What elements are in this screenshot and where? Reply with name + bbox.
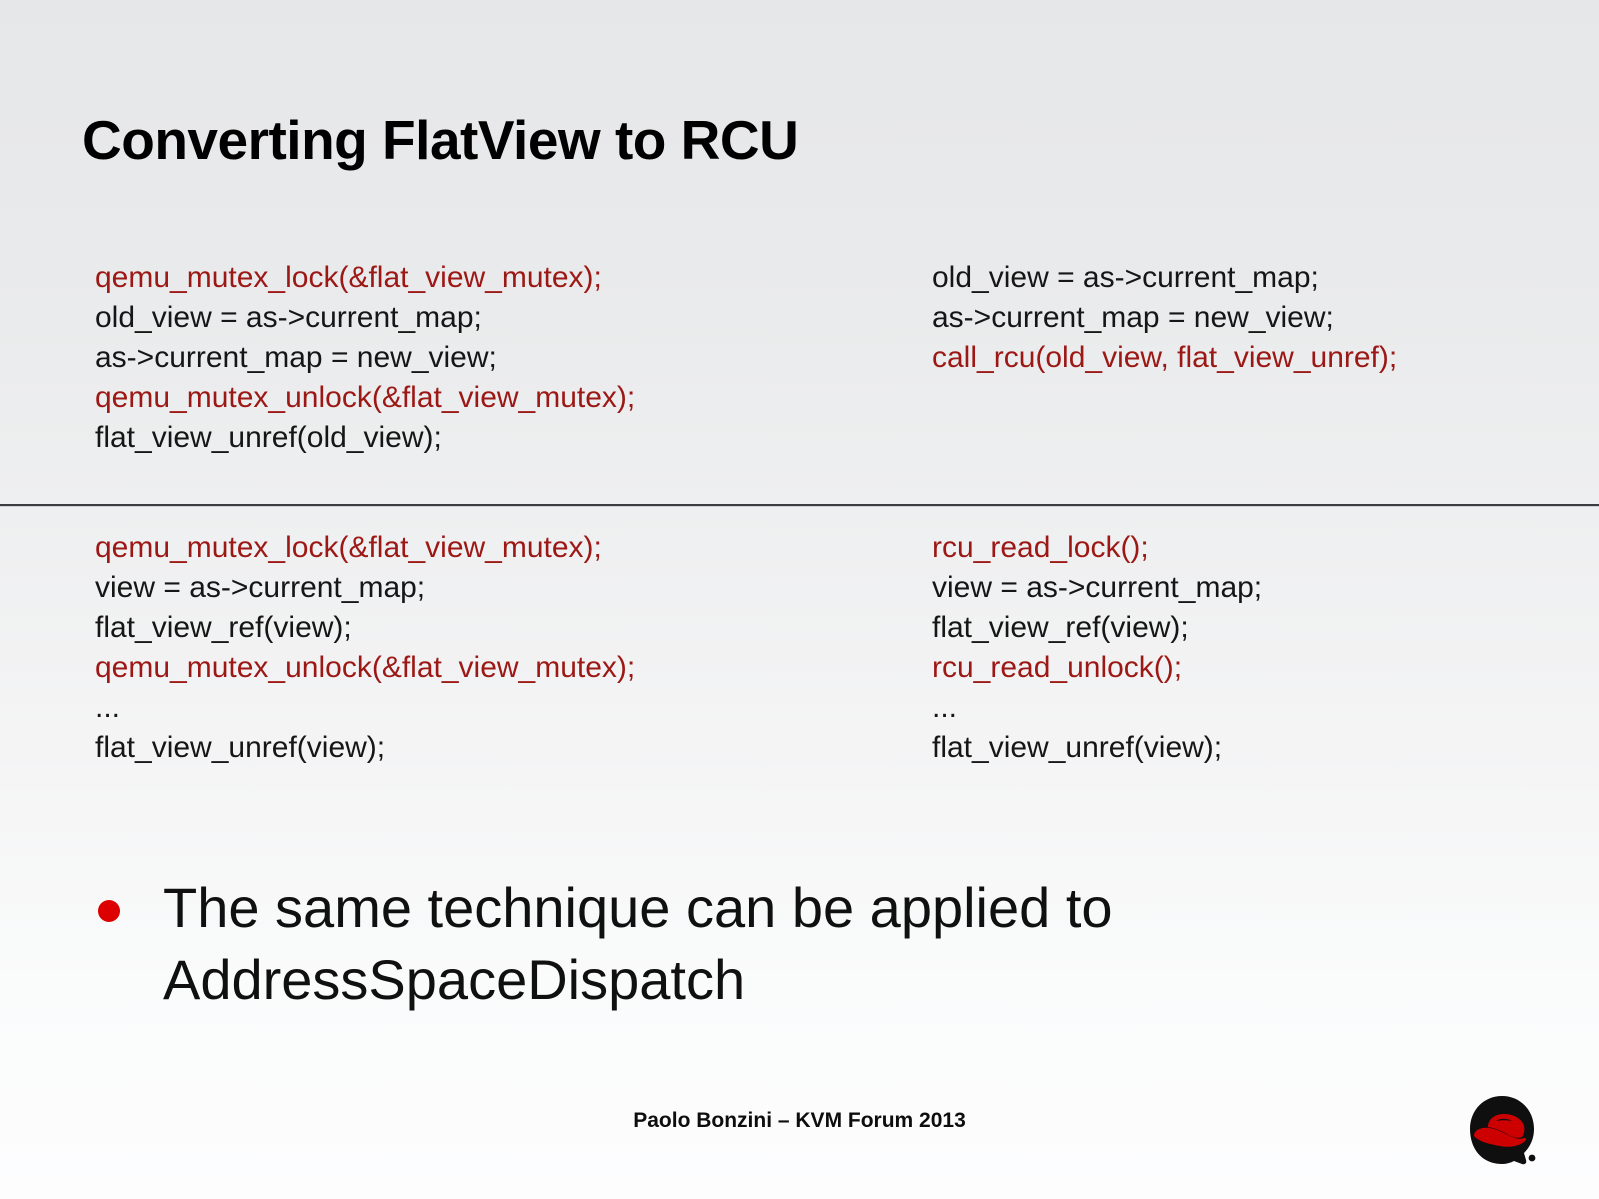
code-line: rcu_read_unlock();: [932, 651, 1183, 684]
code-line: flat_view_unref(view);: [932, 731, 1223, 764]
code-line: flat_view_unref(old_view);: [95, 421, 442, 454]
code-line: view = as->current_map;: [932, 571, 1263, 604]
red-hat-shadowman-logo: [1452, 1088, 1552, 1184]
code-block-top-right: old_view = as->current_map; as->current_m…: [932, 258, 1397, 378]
section-divider: [0, 504, 1599, 507]
code-line: qemu_mutex_unlock(&flat_view_mutex);: [95, 381, 636, 414]
code-line: view = as->current_map;: [95, 571, 426, 604]
code-line: qemu_mutex_lock(&flat_view_mutex);: [95, 531, 602, 564]
code-line: qemu_mutex_lock(&flat_view_mutex);: [95, 261, 602, 294]
page-title: Converting FlatView to RCU: [82, 109, 799, 171]
code-line: flat_view_ref(view);: [932, 611, 1189, 644]
code-line: flat_view_ref(view);: [95, 611, 352, 644]
code-line: qemu_mutex_unlock(&flat_view_mutex);: [95, 651, 636, 684]
bullet-text-line2: AddressSpaceDispatch: [163, 948, 746, 1011]
code-line: as->current_map = new_view;: [932, 301, 1334, 334]
code-line: rcu_read_lock();: [932, 531, 1149, 564]
code-line: as->current_map = new_view;: [95, 341, 497, 374]
bullet-text-line1: The same technique can be applied to: [163, 876, 1113, 939]
code-line: old_view = as->current_map;: [95, 301, 482, 334]
code-block-top-left: qemu_mutex_lock(&flat_view_mutex); old_vi…: [95, 258, 635, 458]
bullet-text: The same technique can be applied to Add…: [163, 872, 1113, 1016]
code-line: old_view = as->current_map;: [932, 261, 1319, 294]
code-line: call_rcu(old_view, flat_view_unref);: [932, 341, 1398, 374]
code-line: ...: [932, 691, 958, 724]
footer-attribution: Paolo Bonzini – KVM Forum 2013: [633, 1109, 966, 1132]
code-line: flat_view_unref(view);: [95, 731, 386, 764]
code-block-bottom-left: qemu_mutex_lock(&flat_view_mutex);view =…: [95, 528, 635, 768]
code-line: ...: [95, 691, 121, 724]
bullet-list-item: The same technique can be applied to Add…: [98, 872, 1438, 1016]
code-block-bottom-right: rcu_read_lock();view = as->current_map;f…: [932, 528, 1262, 768]
bullet-dot-icon: [98, 900, 120, 922]
